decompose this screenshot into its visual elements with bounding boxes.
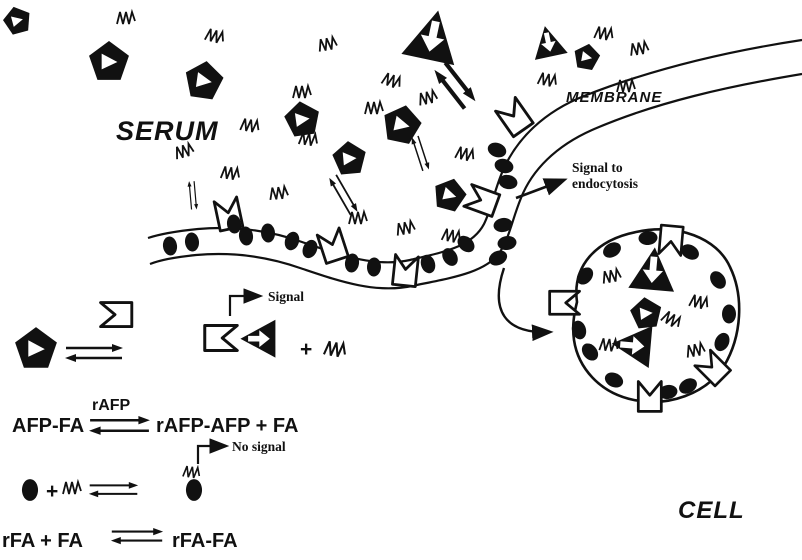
rfa-receptor-icon xyxy=(260,223,276,243)
no-signal-label: No signal xyxy=(232,439,286,454)
rfa-receptor-icon xyxy=(21,479,39,501)
fa-icon xyxy=(593,25,615,42)
rfa-receptor-icon xyxy=(185,479,203,501)
fa-icon xyxy=(203,27,227,46)
rfa-receptor-icon xyxy=(299,237,321,261)
membrane-label: MEMBRANE xyxy=(566,89,662,106)
afp-icon xyxy=(528,22,568,60)
rafp-receptor-icon xyxy=(315,226,350,265)
fa-icon xyxy=(219,165,242,182)
fa-icon xyxy=(316,35,339,53)
afp-fa-icon xyxy=(379,101,425,146)
rfa-receptor-icon xyxy=(439,245,461,269)
fa-icon xyxy=(182,464,202,480)
serum-equilibrium-arrows xyxy=(186,59,479,218)
endocytosis-curved-arrow xyxy=(497,267,554,342)
no-signal-arrow xyxy=(196,438,230,464)
afp-equation-left: AFP-FA xyxy=(12,415,84,437)
afp-icon xyxy=(401,4,465,66)
signal-to-endocytosis-arrow xyxy=(515,178,568,200)
membrane-inner-line xyxy=(149,72,802,290)
fa-icon xyxy=(292,85,312,99)
fa-reaction-scheme: + No signal rFA + FA rFA-FA xyxy=(2,438,286,552)
rfa-receptor-icon xyxy=(485,140,509,160)
equilibrium-arrows-icon xyxy=(186,179,200,211)
fa-icon xyxy=(322,339,348,359)
rfa-receptor-icon xyxy=(184,231,200,253)
rfa-receptor-icon xyxy=(486,247,510,269)
afp-fa-icon xyxy=(182,58,226,101)
fa-icon xyxy=(348,211,368,225)
equilibrium-arrows-icon xyxy=(87,480,140,499)
fa-icon xyxy=(416,89,439,107)
fa-icon xyxy=(62,481,82,495)
fa-icon xyxy=(239,117,261,134)
afp-equation-enzyme: rAFP xyxy=(92,397,131,414)
afp-equation-right: rAFP-AFP + FA xyxy=(156,415,298,437)
equilibrium-arrows-icon xyxy=(109,526,165,546)
afp-fa-icon xyxy=(15,327,57,368)
endocytic-vesicle xyxy=(548,223,741,413)
equilibrium-arrows-icon xyxy=(325,171,362,218)
afp-fa-icon xyxy=(89,41,129,80)
equilibrium-arrows-icon xyxy=(63,342,125,364)
plus-sign: + xyxy=(46,480,58,503)
signal-to-endocytosis-label-line1: Signal to xyxy=(572,160,623,175)
afp-reaction-scheme: Signal + AFP-FA rAFP rAFP-AFP + FA xyxy=(12,288,348,437)
rafp-receptor-icon xyxy=(548,289,581,316)
fa-icon xyxy=(268,185,290,201)
fa-icon xyxy=(536,71,559,89)
fa-equation-left: rFA + FA xyxy=(2,530,83,552)
rfa-receptor-icon xyxy=(493,156,515,176)
rafp-receptor-icon xyxy=(391,253,420,289)
equilibrium-arrows-icon xyxy=(87,414,152,437)
signal-to-endocytosis: Signal to endocytosis xyxy=(515,160,638,200)
cell-label: CELL xyxy=(678,497,745,524)
afp-fa-icon xyxy=(0,3,34,37)
afp-icon xyxy=(240,319,276,358)
equilibrium-arrows-icon xyxy=(408,133,433,173)
serum-label: SERUM xyxy=(116,116,219,146)
rfa-receptor-icon xyxy=(496,234,518,252)
rafp-receptor-icon xyxy=(462,183,502,218)
plus-sign: + xyxy=(300,338,312,361)
rafp-receptor-icon xyxy=(203,324,239,352)
signal-arrow xyxy=(228,288,264,316)
signal-to-endocytosis-label-line2: endocytosis xyxy=(572,176,638,191)
rafp-receptor-icon xyxy=(99,301,134,329)
fa-equation-right: rFA-FA xyxy=(172,530,238,552)
signal-label: Signal xyxy=(268,289,304,304)
afp-fa-icon xyxy=(571,41,602,71)
fa-icon xyxy=(380,71,404,91)
fa-icon xyxy=(116,11,136,25)
rfa-receptor-icon xyxy=(418,252,438,276)
rfa-receptor-icon xyxy=(282,229,302,253)
serum-afp-triangles xyxy=(401,4,568,66)
afp-fa-icon xyxy=(331,139,368,176)
afp-fa-icon xyxy=(282,98,322,138)
fa-icon xyxy=(364,101,384,115)
fa-icon xyxy=(394,219,417,237)
rfa-receptor-icon xyxy=(722,304,736,324)
rafp-receptor-icon xyxy=(494,95,535,139)
rfa-receptor-icon xyxy=(161,235,179,257)
fa-icon xyxy=(454,145,477,164)
fa-icon xyxy=(628,40,650,57)
equilibrium-arrows-icon xyxy=(430,59,479,113)
